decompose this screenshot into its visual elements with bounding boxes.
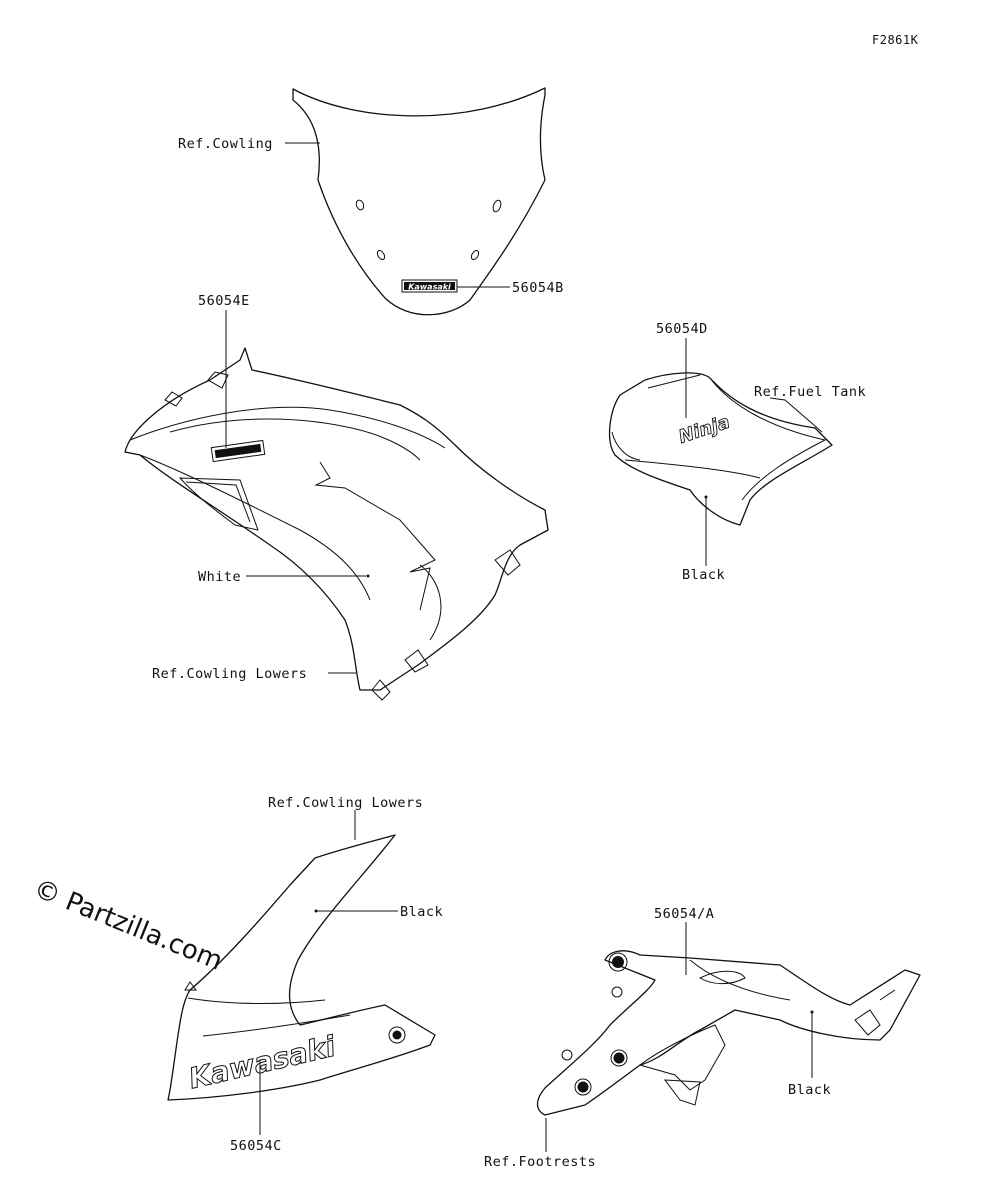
label-56054b: 56054B — [512, 280, 564, 296]
label-56054d: 56054D — [656, 321, 708, 337]
figure-code: F2861K — [872, 33, 919, 47]
partzilla-watermark: © Partzilla.com — [29, 874, 226, 977]
label-white: White — [198, 569, 241, 585]
footrest-bracket-part[interactable] — [536, 950, 921, 1116]
label-56054a: 56054/A — [654, 906, 714, 922]
tank-cover-part[interactable]: Ninja — [608, 372, 833, 526]
label-56054c: 56054C — [230, 1138, 282, 1154]
label-black-lower: Black — [400, 904, 443, 920]
windscreen-kawasaki-decal[interactable]: Kawasaki — [401, 279, 458, 293]
label-black-tank: Black — [682, 567, 725, 583]
lower-cowling-part[interactable] — [167, 834, 436, 1101]
black-footrest-point — [810, 1010, 814, 1014]
side-cowling-decal-56054e[interactable] — [210, 439, 266, 463]
label-ref-fuel-tank: Ref.Fuel Tank — [754, 384, 866, 400]
leader-ref-fuel-tank — [769, 397, 823, 433]
windscreen-logo-text: Kawasaki — [408, 283, 451, 292]
white-point — [366, 574, 370, 578]
label-ref-cowling-lowers-2: Ref.Cowling Lowers — [268, 795, 423, 811]
label-ref-cowling-lowers-1: Ref.Cowling Lowers — [152, 666, 307, 682]
label-ref-footrests: Ref.Footrests — [484, 1154, 596, 1170]
label-ref-cowling: Ref.Cowling — [178, 136, 273, 152]
windscreen-part[interactable] — [292, 87, 546, 316]
black-lower-point — [314, 909, 318, 913]
black-tank-point — [704, 495, 708, 499]
label-black-footrest: Black — [788, 1082, 831, 1098]
label-56054e: 56054E — [198, 293, 250, 309]
side-cowling-part[interactable] — [124, 347, 549, 701]
